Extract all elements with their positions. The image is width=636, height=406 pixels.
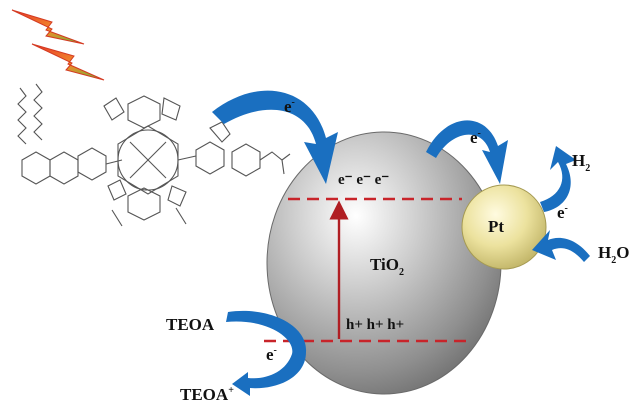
h2o-to-pt-arrow	[532, 230, 590, 262]
porphyrin-dye-molecule	[17, 83, 291, 227]
h2o-label: H2O	[598, 243, 629, 266]
tio2-to-pt-electron-arrow	[426, 120, 508, 184]
teoa-label: TEOA	[166, 315, 215, 334]
electron-label-dye: e-	[284, 97, 295, 116]
dye-to-tio2-electron-arrow	[212, 90, 338, 184]
teoa-oxidized-label: TEOA+	[180, 385, 234, 404]
pt-label: Pt	[488, 217, 504, 236]
electron-label-pt: e-	[470, 128, 481, 147]
teoa-oxidation-arrow	[226, 310, 307, 396]
h2-label: H2	[572, 151, 590, 174]
electrons-cb-label: e⁻ e⁻ e⁻	[338, 172, 389, 188]
pt-to-h2-arrow	[540, 146, 576, 212]
lightning-bolt-icon	[11, 9, 105, 81]
tio2-label: TiO2	[370, 255, 404, 278]
electron-label-h2o: e-	[557, 203, 568, 222]
holes-vb-label: h+ h+ h+	[346, 317, 404, 333]
electron-label-teoa: e-	[266, 345, 277, 364]
pt-particle	[461, 184, 547, 270]
